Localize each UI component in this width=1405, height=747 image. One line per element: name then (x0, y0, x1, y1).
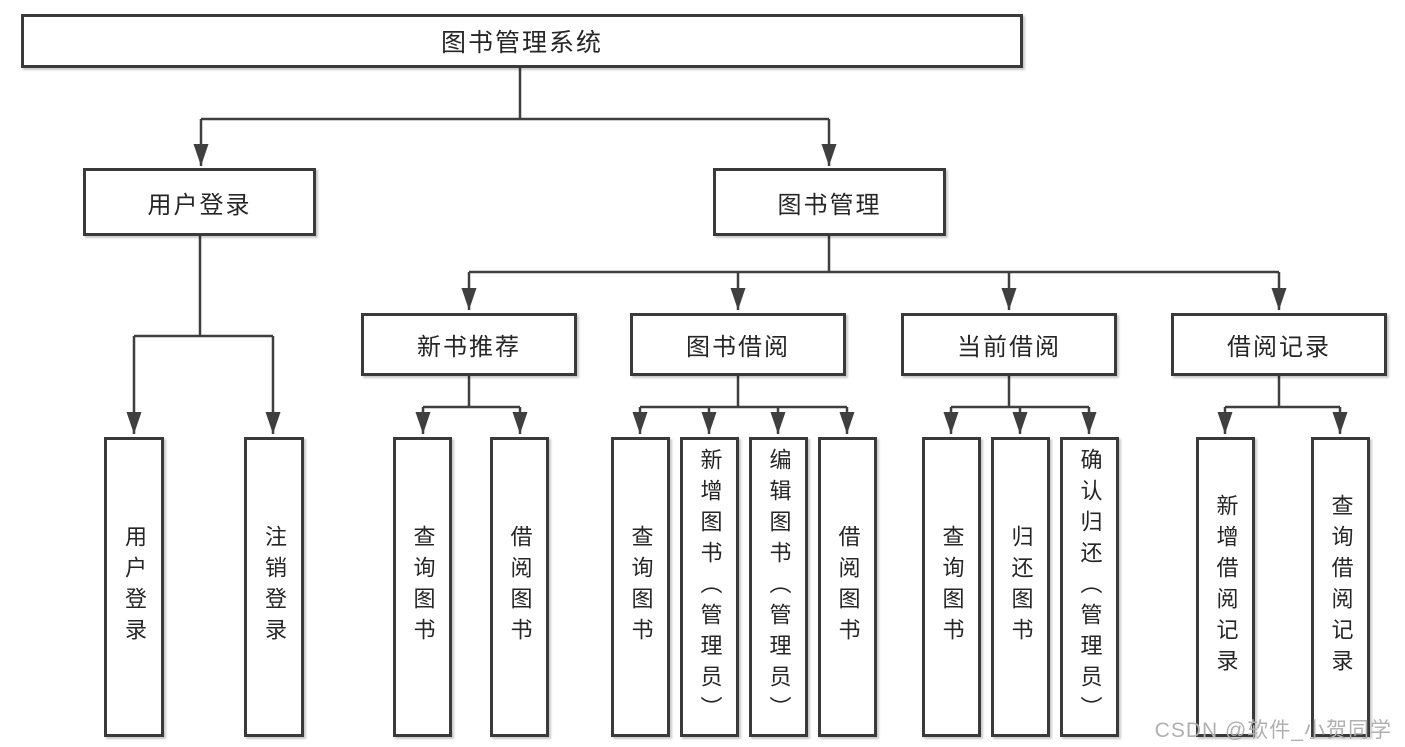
node-add-books-admin: 新增图书（管理员） (680, 437, 739, 737)
node-query-books-current-label: 查询图书 (939, 525, 965, 649)
node-borrow-books-label: 借阅图书 (835, 525, 861, 649)
node-query-borrow-record: 查询借阅记录 (1311, 437, 1370, 737)
node-new-book-recommend: 新书推荐 (361, 313, 577, 376)
node-book-management: 图书管理 (713, 168, 946, 236)
node-borrow-books: 借阅图书 (818, 437, 877, 737)
node-login-label: 用户登录 (122, 525, 147, 649)
connectors-book-borrow (632, 376, 855, 434)
node-borrow-books-recommend-label: 借阅图书 (507, 525, 533, 649)
node-query-books-borrow: 查询图书 (611, 437, 670, 737)
node-current-borrow: 当前借阅 (901, 313, 1117, 376)
node-book-borrow-label: 图书借阅 (686, 334, 790, 361)
node-confirm-return-admin: 确认归还（管理员） (1060, 437, 1119, 737)
node-library-system: 图书管理系统 (21, 14, 1023, 68)
node-borrow-books-recommend: 借阅图书 (490, 437, 549, 737)
node-book-borrow: 图书借阅 (630, 313, 846, 376)
node-add-borrow-record-label: 新增借阅记录 (1213, 494, 1239, 680)
node-user-login-label: 用户登录 (147, 191, 252, 219)
connectors-borrow-records (1217, 376, 1348, 434)
connectors-new-book-recommend (415, 376, 528, 434)
node-login: 用户登录 (104, 437, 164, 737)
node-book-management-label: 图书管理 (777, 191, 882, 219)
watermark: CSDN @软件_小贺同学 (1154, 719, 1392, 742)
node-logout: 注销登录 (244, 437, 304, 737)
node-query-borrow-record-label: 查询借阅记录 (1328, 494, 1354, 680)
node-confirm-return-admin-label: 确认归还（管理员） (1077, 447, 1103, 727)
node-return-books-label: 归还图书 (1008, 525, 1034, 649)
node-add-borrow-record: 新增借阅记录 (1196, 437, 1255, 737)
node-edit-books-admin: 编辑图书（管理员） (749, 437, 808, 737)
node-query-books-borrow-label: 查询图书 (628, 525, 654, 649)
node-user-login: 用户登录 (83, 168, 316, 236)
node-query-books-recommend: 查询图书 (393, 437, 452, 737)
connectors-user-login (126, 236, 281, 434)
node-borrow-records: 借阅记录 (1171, 313, 1387, 376)
node-query-books-current: 查询图书 (922, 437, 981, 737)
connectors-current-borrow (943, 376, 1097, 434)
node-edit-books-admin-label: 编辑图书（管理员） (766, 447, 792, 727)
connectors-book-management (461, 236, 1287, 310)
connectors-root (193, 68, 837, 166)
node-add-books-admin-label: 新增图书（管理员） (697, 447, 723, 727)
node-query-books-recommend-label: 查询图书 (410, 525, 436, 649)
node-borrow-records-label: 借阅记录 (1227, 334, 1331, 361)
node-new-book-recommend-label: 新书推荐 (417, 334, 521, 361)
node-current-borrow-label: 当前借阅 (957, 334, 1061, 361)
node-library-system-label: 图书管理系统 (440, 29, 603, 57)
node-return-books: 归还图书 (991, 437, 1050, 737)
node-logout-label: 注销登录 (262, 525, 287, 649)
